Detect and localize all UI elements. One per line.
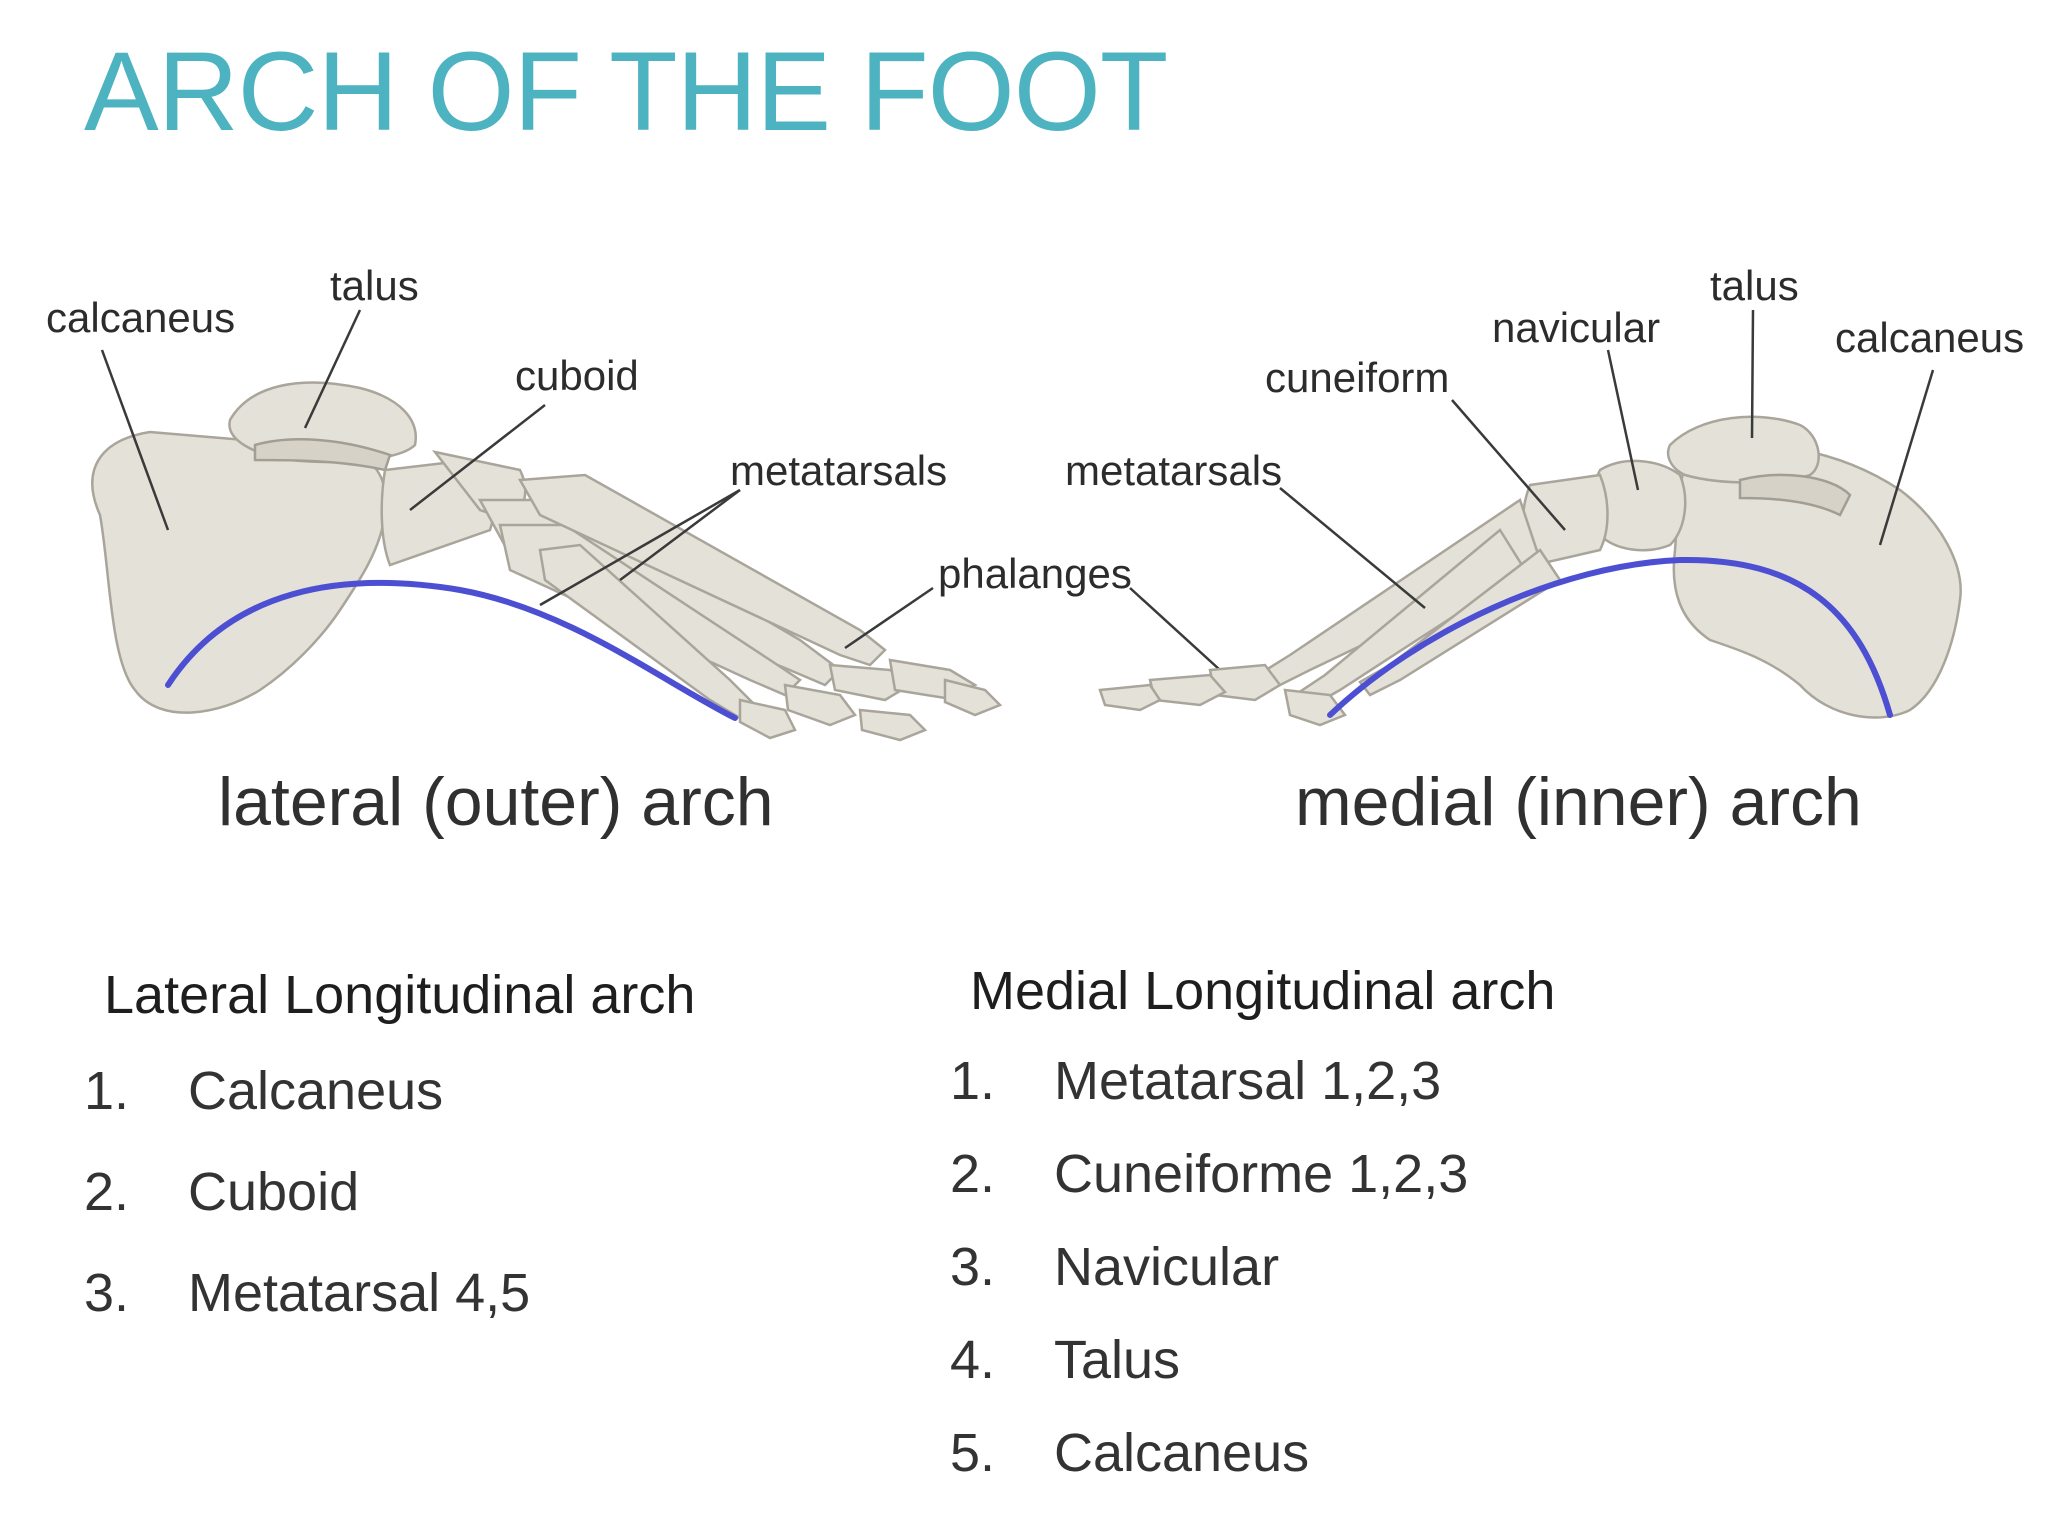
list-item-text: Metatarsal 4,5 [188,1263,531,1323]
label-phalanges: phalanges [938,550,1132,597]
label-medial-cuneiform: cuneiform [1265,354,1449,401]
leader-lateral-talus [303,309,362,429]
foot-arch-figure: calcaneus talus cuboid metatarsals phala… [40,170,2040,910]
list-item-number: 1. [84,1061,130,1121]
leader-lateral-metatarsals-a [539,488,741,607]
leader-medial-calcaneus [1878,369,1935,546]
list-item: 5. Calcaneus [950,1422,1850,1515]
label-lateral-cuboid: cuboid [515,352,639,399]
lateral-phalanx-bone-1 [828,663,913,702]
leader-medial-cuneiform [1451,399,1566,531]
medial-list-heading: Medial Longitudinal arch [970,961,1556,1021]
list-item-number: 5. [950,1423,996,1483]
list-item-text: Cuneiforme 1,2,3 [1054,1144,1469,1204]
list-item-text: Navicular [1054,1237,1280,1297]
label-medial-talus: talus [1710,262,1799,309]
lateral-phalanx-bone-3 [783,683,857,727]
leader-phalanges-lateral [844,586,934,650]
list-item-number: 2. [950,1144,996,1204]
list-item: 2. Cuboid [84,1161,884,1262]
list-item-text: Calcaneus [1054,1423,1310,1483]
lateral-arch-line [165,580,738,721]
list-item: 1. Calcaneus [84,1060,884,1161]
list-item-number: 3. [950,1237,996,1297]
medial-arch-list: Medial Longitudinal arch 1. Metatarsal 1,… [950,960,1850,1515]
lateral-list-items: 1. Calcaneus 2. Cuboid 3. Metatarsal 4,5 [84,1060,884,1363]
label-medial-navicular: navicular [1492,304,1660,351]
caption-medial-arch: medial (inner) arch [1295,764,1862,840]
leader-medial-metatarsals [1279,487,1426,609]
list-item: 2. Cuneiforme 1,2,3 [950,1143,1850,1236]
lateral-calcaneus-bone [91,430,388,714]
list-item-text: Calcaneus [188,1061,444,1121]
lateral-metatarsal-bone-3 [517,473,887,667]
lateral-phalanx-bone-5 [943,678,1003,717]
label-lateral-talus: talus [330,262,419,309]
list-item-number: 4. [950,1330,996,1390]
list-item-number: 3. [84,1263,130,1323]
medial-list-items: 1. Metatarsal 1,2,3 2. Cuneiforme 1,2,3 3.… [950,1050,1850,1515]
label-medial-metatarsals: metatarsals [1065,447,1282,494]
lateral-foot-bones [91,381,1003,742]
lateral-phalanx-bone-6 [858,708,928,742]
label-lateral-calcaneus: calcaneus [46,294,235,341]
leader-medial-talus [1750,309,1755,439]
list-item-text: Talus [1054,1330,1181,1390]
list-item-number: 2. [84,1162,130,1222]
lateral-list-heading: Lateral Longitudinal arch [104,965,696,1025]
label-lateral-metatarsals: metatarsals [730,447,947,494]
medial-arch-line [1327,556,1893,718]
leader-lateral-metatarsals-b [619,489,741,581]
list-item: 3. Navicular [950,1236,1850,1329]
lateral-arch-list: Lateral Longitudinal arch 1. Calcaneus 2.… [84,964,884,1363]
slide-title: ARCH OF THE FOOT [84,29,1168,154]
list-item: 1. Metatarsal 1,2,3 [950,1050,1850,1143]
list-item-text: Cuboid [188,1162,360,1222]
list-item-number: 1. [950,1051,996,1111]
leader-phalanges-medial [1129,587,1221,671]
list-item: 4. Talus [950,1329,1850,1422]
lateral-phalanx-bone-4 [738,698,797,740]
leader-lateral-cuboid [409,404,546,511]
medial-talus-bone [1666,415,1820,484]
medial-phalanx-bone-3 [1098,683,1162,712]
foot-arch-illustration: calcaneus talus cuboid metatarsals phala… [46,262,2024,840]
list-item: 3. Metatarsal 4,5 [84,1262,884,1363]
medial-talus-shadow [1738,473,1852,517]
label-medial-calcaneus: calcaneus [1835,314,2024,361]
list-item-text: Metatarsal 1,2,3 [1054,1051,1442,1111]
leader-medial-navicular [1606,349,1640,491]
leader-lateral-calcaneus [100,349,170,531]
caption-lateral-arch: lateral (outer) arch [218,764,774,840]
